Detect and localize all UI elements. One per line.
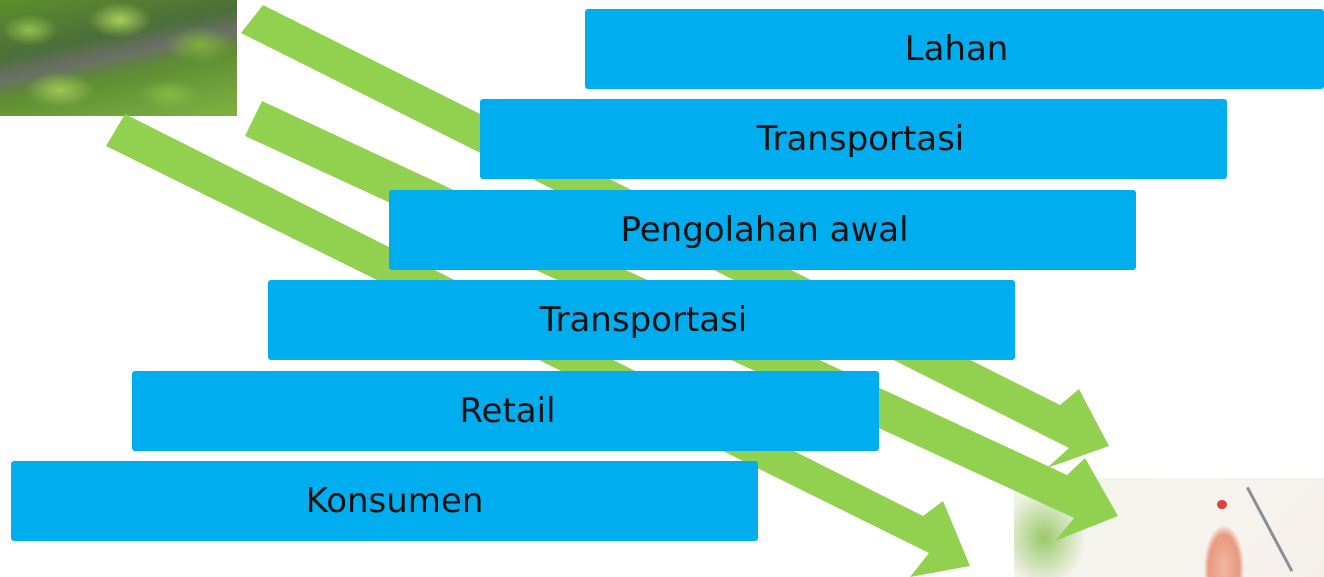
step-lahan-box: Lahan	[585, 9, 1324, 89]
vegetable-field-photo	[0, 0, 237, 116]
step-transportasi-box-2: Transportasi	[268, 280, 1015, 360]
step-label: Pengolahan awal	[620, 210, 909, 250]
step-label: Konsumen	[305, 481, 484, 521]
step-konsumen-box: Konsumen	[11, 461, 758, 541]
step-retail-box: Retail	[132, 371, 879, 451]
step-label: Transportasi	[539, 300, 748, 340]
step-label: Transportasi	[756, 119, 965, 159]
step-pengolahan-awal-box: Pengolahan awal	[389, 190, 1136, 270]
step-label: Lahan	[904, 29, 1009, 69]
step-transportasi-box-1: Transportasi	[480, 99, 1227, 179]
step-label: Retail	[459, 391, 556, 431]
fingernail-shape	[1217, 500, 1227, 509]
